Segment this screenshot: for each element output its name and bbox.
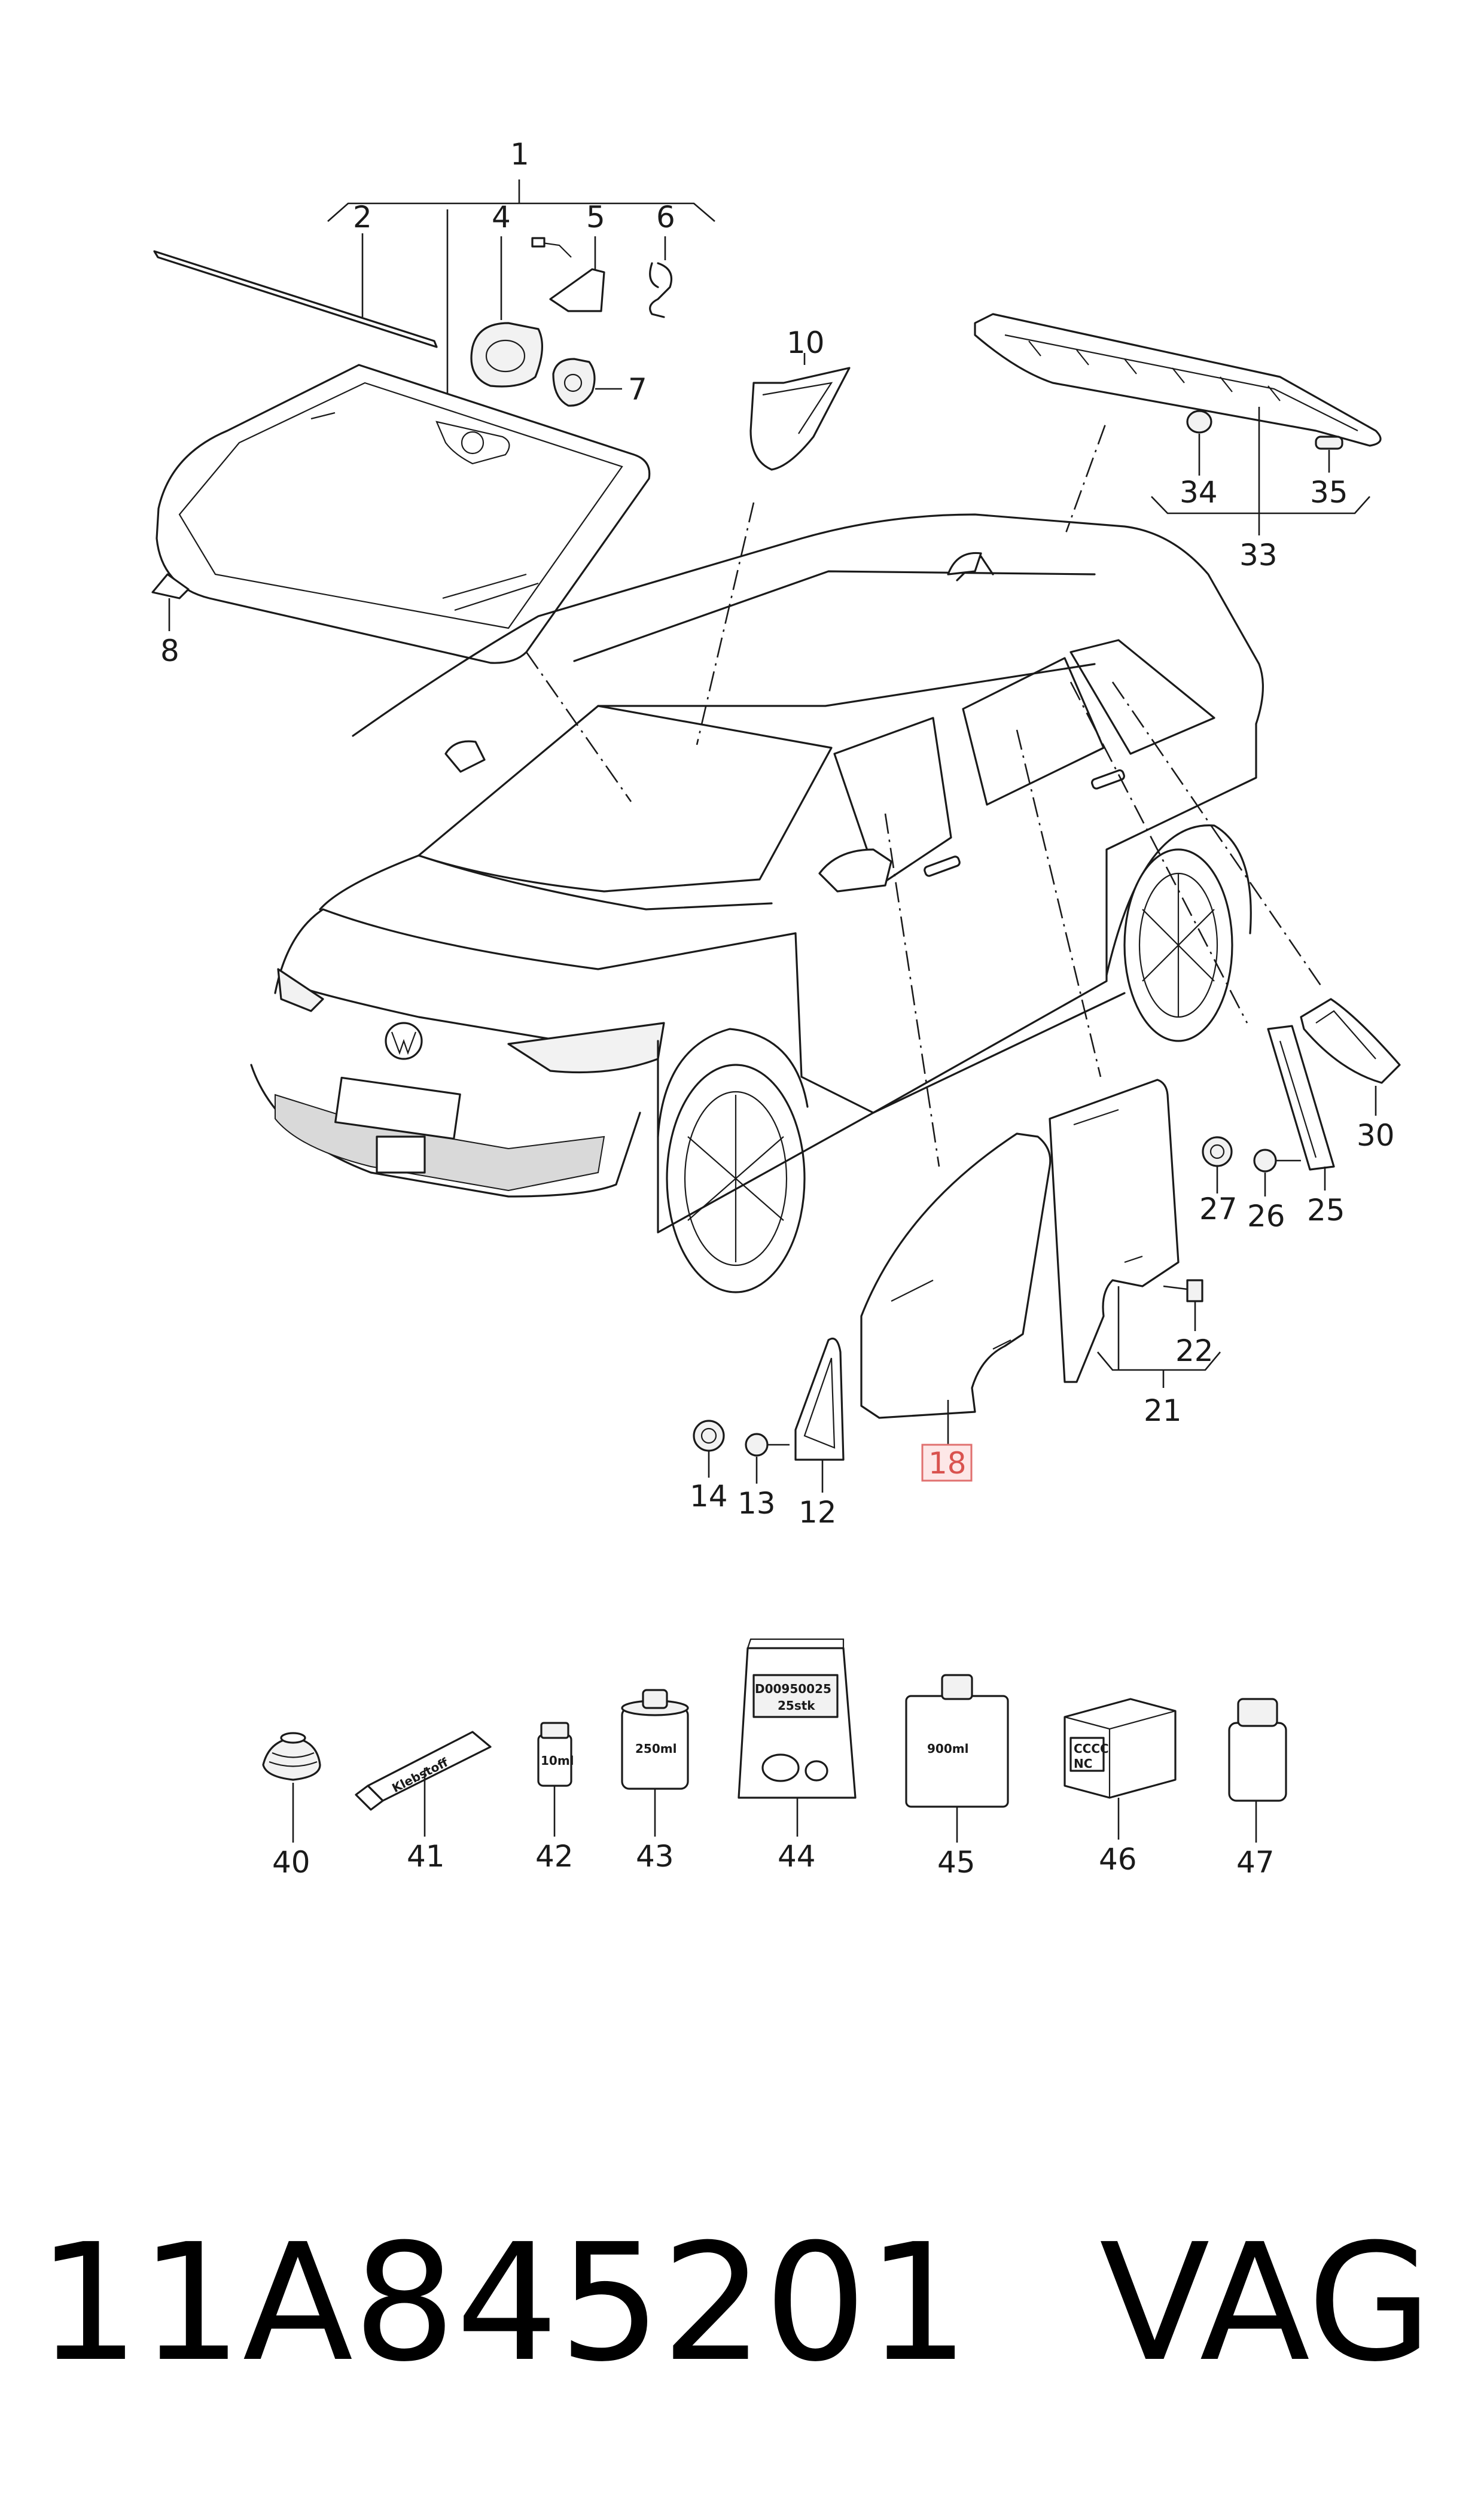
trim-10-group: [749, 353, 851, 471]
callout-6: 6: [656, 200, 675, 235]
roof-antenna: [947, 552, 982, 576]
callout-26: 26: [1247, 1199, 1285, 1234]
callout-22: 22: [1175, 1333, 1214, 1368]
license-plate: [334, 1076, 461, 1140]
callout-44: 44: [778, 1839, 816, 1874]
callout-13: 13: [738, 1486, 776, 1521]
windscreen-trim-strip: [153, 250, 438, 348]
bag-label-line1: D00950025: [755, 1682, 831, 1696]
rear-door-glass-21: [1049, 1079, 1180, 1383]
consumables-row: Klebstoff 10ml 250ml D00950025 25stk 900…: [262, 1638, 1287, 1843]
windscreen-group: [151, 179, 715, 664]
callout-33: 33: [1239, 538, 1278, 573]
buffer-34: [1186, 410, 1212, 434]
clip-8: [151, 573, 190, 599]
headlight-right: [507, 1022, 665, 1074]
callout-41: 41: [407, 1839, 445, 1874]
callout-12: 12: [799, 1495, 837, 1530]
box-label-line2: NC: [1074, 1756, 1092, 1771]
callout-4: 4: [492, 200, 511, 235]
bag-label-line2: 25stk: [778, 1698, 815, 1713]
rain-sensor: [552, 358, 596, 407]
seal-13: [745, 1433, 769, 1457]
sensor-bracket-5: [549, 268, 605, 312]
box-label-line1: CCCC: [1074, 1741, 1109, 1756]
plug-35: [1315, 436, 1343, 450]
callout-30: 30: [1357, 1118, 1395, 1153]
grommet-27: [1202, 1136, 1233, 1167]
callout-8: 8: [160, 634, 179, 668]
callout-2: 2: [353, 200, 372, 235]
callout-18-highlight: [921, 1444, 973, 1482]
wire-harness-6: [649, 262, 673, 318]
quarter-glass-25: [1267, 1025, 1335, 1171]
seal-26: [1253, 1149, 1277, 1173]
jar-47: [1228, 1722, 1287, 1802]
callout-43: 43: [636, 1839, 674, 1874]
car-body: [250, 513, 1264, 1293]
callout-7: 7: [628, 372, 647, 407]
windscreen: [156, 364, 651, 664]
callout-35: 35: [1310, 475, 1348, 510]
callout-40: 40: [272, 1845, 310, 1880]
quarter-glass-30: [1300, 998, 1401, 1084]
callout-45: 45: [937, 1845, 976, 1880]
door-handle-rear: [1090, 769, 1125, 790]
grommet-14: [693, 1420, 725, 1452]
callout-42: 42: [535, 1839, 574, 1874]
callout-18: 18: [928, 1446, 967, 1481]
rear-window: [974, 313, 1382, 447]
can-label: 250ml: [635, 1741, 677, 1756]
headlight-left: [277, 968, 324, 1012]
parts-diagram: Klebstoff 10ml 250ml D00950025 25stk 900…: [151, 137, 1401, 1880]
front-door-glass-group: [693, 1132, 1052, 1493]
door-mirror-left: [444, 740, 486, 773]
vial-label: 10ml: [541, 1753, 574, 1768]
callout-5: 5: [586, 200, 605, 235]
callout-1: 1: [510, 137, 529, 172]
grommet-40: [262, 1737, 321, 1781]
door-handle-front: [924, 855, 961, 877]
front-door-glass-18: [860, 1132, 1052, 1419]
door-mirror: [818, 848, 892, 893]
bottle-label: 900ml: [927, 1741, 968, 1756]
bag-44: [738, 1647, 857, 1799]
roof-glass-group: [974, 313, 1382, 535]
rear-door-glass-group: [1049, 998, 1401, 1388]
callout-46: 46: [1099, 1842, 1137, 1877]
leader-lines: [525, 425, 1323, 1167]
bolt-22: [1186, 1279, 1203, 1302]
brand-name: VAG: [1099, 2209, 1433, 2397]
callout-25: 25: [1307, 1193, 1345, 1228]
callout-14: 14: [690, 1479, 728, 1514]
callout-34: 34: [1180, 475, 1218, 510]
callouts: 1 2 4 5 6 7 8 10 12 13 14 21 22 25 26 27…: [160, 137, 1395, 1880]
callout-27: 27: [1199, 1192, 1238, 1226]
trim-panel-10: [749, 367, 851, 471]
sensor-cover: [470, 322, 543, 388]
part-number: 11A845201: [37, 2209, 970, 2397]
lower-grille: [275, 1094, 605, 1192]
callout-21: 21: [1144, 1393, 1182, 1428]
callout-47: 47: [1236, 1845, 1275, 1880]
callout-10: 10: [787, 325, 825, 360]
